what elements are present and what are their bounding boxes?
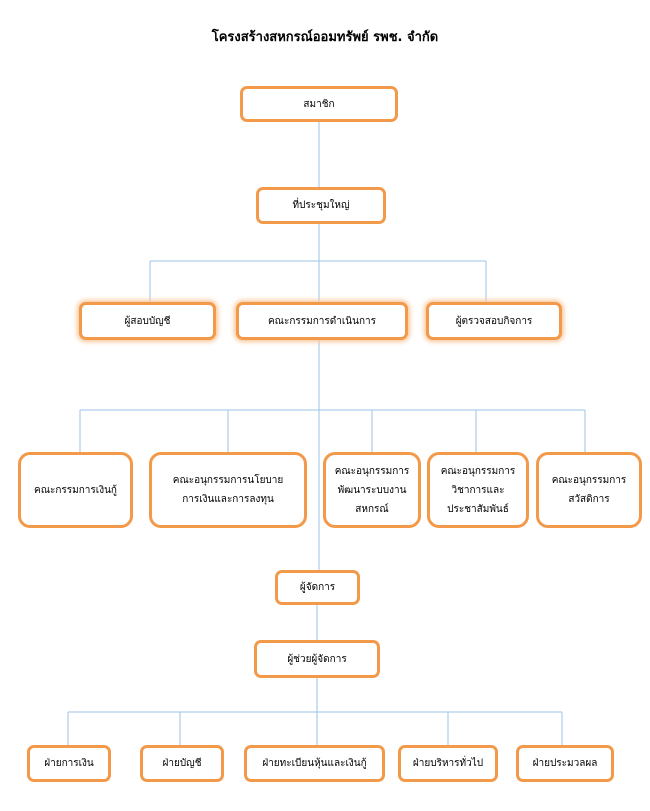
members-label: สมาชิก: [303, 98, 335, 110]
loan-committee-box: คณะกรรมการเงินกู้: [18, 452, 133, 528]
accounting-dept-box: ฝ่ายบัญชี: [140, 745, 224, 782]
board-label: คณะกรรมการดำเนินการ: [267, 315, 376, 327]
loan-committee-label: คณะกรรมการเงินกู้: [34, 484, 117, 496]
auditor-box: ผู้สอบบัญชี: [79, 302, 216, 340]
system-committee-box: คณะอนุกรรมการ พัฒนาระบบงาน สหกรณ์: [323, 452, 421, 528]
academic-committee-line-1: คณะอนุกรรมการ: [440, 465, 516, 477]
welfare-committee-line-1: คณะอนุกรรมการ: [551, 475, 627, 486]
auditor-label: ผู้สอบบัญชี: [124, 315, 171, 327]
academic-committee-box: คณะอนุกรรมการ วิชาการและ ประชาสัมพันธ์: [427, 452, 529, 528]
academic-committee-line-2: วิชาการและ: [451, 484, 505, 496]
finance-dept-box: ฝ่ายการเงิน: [27, 745, 111, 782]
general-meeting-box: ที่ประชุมใหญ่: [256, 187, 386, 224]
board-box: คณะกรรมการดำเนินการ: [236, 302, 408, 340]
chart-title: โครงสร้างสหกรณ์ออมทรัพย์ รพช. จำกัด: [211, 30, 439, 45]
inspector-label: ผู้ตรวจสอบกิจการ: [455, 315, 533, 327]
system-committee-line-1: คณะอนุกรรมการ: [334, 465, 410, 477]
welfare-committee-line-2: สวัสดิการ: [568, 494, 610, 505]
assistant-manager-box: ผู้ช่วยผู้จัดการ: [254, 640, 380, 678]
members-box: สมาชิก: [240, 86, 398, 122]
admin-dept-box: ฝ่ายบริหารทั่วไป: [398, 745, 498, 782]
assistant-manager-label: ผู้ช่วยผู้จัดการ: [287, 653, 347, 665]
registry-dept-box: ฝ่ายทะเบียนหุ้นและเงินกู้: [244, 745, 385, 782]
finance-dept-label: ฝ่ายการเงิน: [44, 758, 94, 769]
academic-committee-line-3: ประชาสัมพันธ์: [447, 503, 509, 515]
registry-dept-label: ฝ่ายทะเบียนหุ้นและเงินกู้: [262, 758, 367, 769]
manager-label: ผู้จัดการ: [299, 582, 336, 593]
data-dept-box: ฝ่ายประมวลผล: [516, 745, 614, 782]
accounting-dept-label: ฝ่ายบัญชี: [162, 758, 202, 769]
policy-committee-box: คณะอนุกรรมการนโยบาย การเงินและการลงทุน: [149, 452, 307, 528]
system-committee-line-3: สหกรณ์: [355, 503, 389, 515]
general-meeting-label: ที่ประชุมใหญ่: [292, 200, 350, 211]
system-committee-line-2: พัฒนาระบบงาน: [337, 484, 407, 496]
inspector-box: ผู้ตรวจสอบกิจการ: [426, 302, 562, 340]
welfare-committee-box: คณะอนุกรรมการ สวัสดิการ: [536, 452, 642, 528]
admin-dept-label: ฝ่ายบริหารทั่วไป: [412, 758, 484, 769]
policy-committee-line-2: การเงินและการลงทุน: [182, 494, 274, 505]
data-dept-label: ฝ่ายประมวลผล: [532, 758, 598, 769]
policy-committee-line-1: คณะอนุกรรมการนโยบาย: [172, 475, 284, 486]
manager-box: ผู้จัดการ: [275, 570, 360, 605]
